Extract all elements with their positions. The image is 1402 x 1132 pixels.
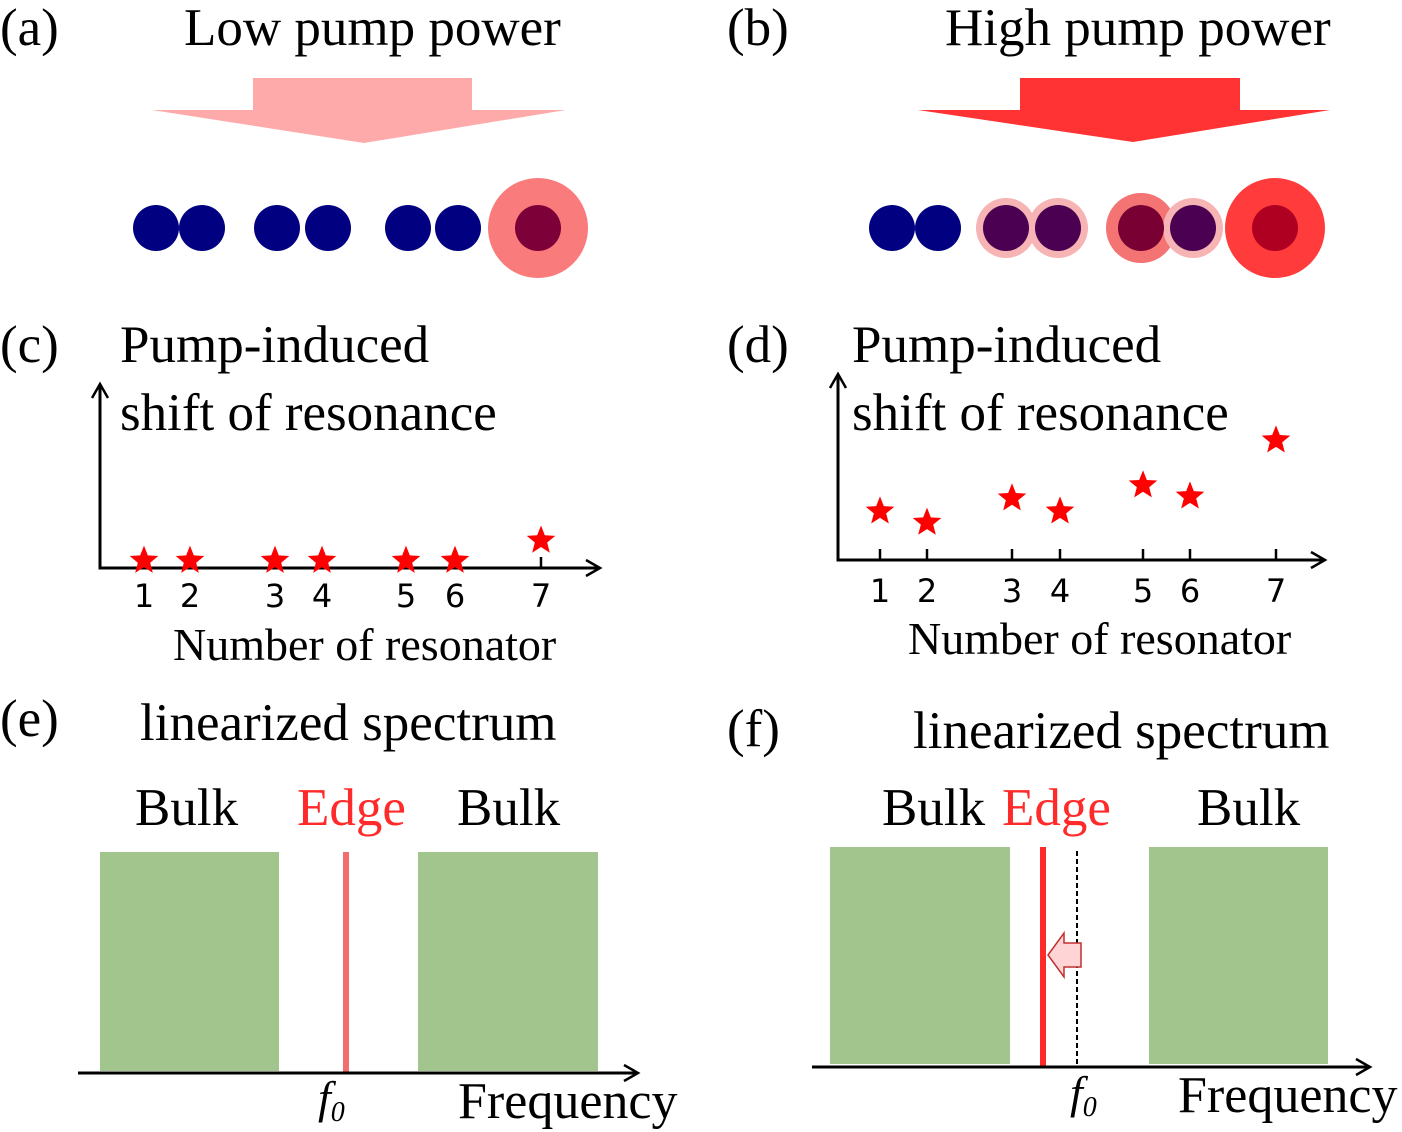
- panel-label-c: (c): [0, 316, 59, 374]
- x-tick-label-1: 1: [134, 577, 154, 615]
- frequency-label: Frequency: [1178, 1067, 1397, 1124]
- resonator-5: [1118, 205, 1164, 251]
- f0-subscript: 0: [1083, 1092, 1097, 1123]
- resonator-4: [305, 205, 351, 251]
- shift-star-7: [1261, 425, 1291, 453]
- pump-arrow-high: [918, 78, 1330, 142]
- resonator-3: [254, 205, 300, 251]
- pump-arrow-low: [152, 78, 566, 143]
- shift-star-2: [912, 507, 942, 535]
- x-tick-label-4: 4: [1050, 572, 1070, 610]
- shift-star-7: [526, 525, 556, 553]
- panel-f: (f) linearized spectrum Bulk Edge Bulk f…: [727, 700, 1397, 1124]
- x-tick-label-7: 7: [1266, 572, 1286, 610]
- bulk-label-left: Bulk: [882, 779, 986, 837]
- x-tick-label-4: 4: [312, 577, 332, 615]
- shift-star-1: [865, 496, 895, 524]
- resonator-2: [179, 205, 225, 251]
- edge-mode-line: [343, 852, 349, 1073]
- x-axis-label: Number of resonator: [173, 619, 556, 670]
- bulk-band-left: [100, 852, 279, 1071]
- shift-star-3: [997, 483, 1027, 511]
- resonator-4: [1035, 205, 1081, 251]
- x-tick-label-6: 6: [445, 577, 465, 615]
- panel-label-d: (d): [727, 316, 789, 374]
- bulk-band-right: [1149, 847, 1328, 1064]
- resonator-6: [435, 205, 481, 251]
- resonator-chain-b: [869, 178, 1325, 278]
- x-tick-label-7: 7: [531, 577, 551, 615]
- f0-label: f0: [1070, 1067, 1097, 1123]
- spectrum-title: linearized spectrum: [913, 702, 1329, 760]
- resonator-3: [983, 205, 1029, 251]
- shift-star-6: [1175, 481, 1205, 509]
- f0-subscript: 0: [331, 1097, 345, 1128]
- shift-star-6: [440, 545, 470, 573]
- panel-label-f: (f): [727, 700, 780, 758]
- shift-star-4: [1045, 496, 1075, 524]
- bulk-label-right: Bulk: [457, 779, 561, 837]
- edge-mode-line: [1040, 847, 1046, 1068]
- y-axis-label-line-2: shift of resonance: [120, 384, 497, 442]
- edge-label: Edge: [297, 779, 406, 837]
- edge-label: Edge: [1002, 779, 1111, 837]
- panel-b-title: High pump power: [945, 0, 1331, 57]
- x-tick-label-1: 1: [870, 572, 890, 610]
- spectrum-title: linearized spectrum: [140, 694, 556, 752]
- panel-label-e: (e): [0, 690, 59, 748]
- y-axis-label-line-1: Pump-induced: [852, 316, 1161, 374]
- x-tick-label-5: 5: [1133, 572, 1153, 610]
- panel-e: (e) linearized spectrum Bulk Edge Bulk f…: [0, 690, 677, 1130]
- x-tick-label-3: 3: [265, 577, 285, 615]
- x-tick-label-6: 6: [1180, 572, 1200, 610]
- shift-star-5: [391, 545, 421, 573]
- frequency-label: Frequency: [458, 1073, 677, 1130]
- x-axis-label: Number of resonator: [908, 613, 1291, 664]
- bulk-label-right: Bulk: [1197, 779, 1301, 837]
- panel-label-a: (a): [0, 0, 59, 57]
- shift-star-4: [307, 545, 337, 573]
- y-axis-label-line-2: shift of resonance: [852, 384, 1229, 442]
- shift-star-1: [129, 545, 159, 573]
- resonator-6: [1170, 205, 1216, 251]
- frequency-axis-arrowhead: [1355, 1057, 1373, 1077]
- panel-label-b: (b): [727, 0, 789, 57]
- shift-star-5: [1128, 470, 1158, 498]
- x-axis-arrowhead: [1310, 550, 1328, 570]
- x-tick-label-3: 3: [1002, 572, 1022, 610]
- panel-b: (b) High pump power: [727, 0, 1331, 278]
- frequency-axis-arrowhead: [623, 1063, 641, 1083]
- x-tick-label-2: 2: [917, 572, 937, 610]
- bulk-label-left: Bulk: [135, 779, 239, 837]
- y-axis-arrowhead: [90, 381, 110, 399]
- panel-a-title: Low pump power: [184, 0, 561, 57]
- y-axis-arrowhead: [828, 371, 848, 389]
- resonator-2: [915, 205, 961, 251]
- bulk-band-right: [418, 852, 598, 1071]
- panel-a: (a) Low pump power: [0, 0, 588, 278]
- f0-label: f0: [318, 1072, 345, 1128]
- shift-star-3: [260, 545, 290, 573]
- bulk-band-left: [830, 847, 1010, 1064]
- x-tick-label-2: 2: [180, 577, 200, 615]
- x-tick-label-5: 5: [396, 577, 416, 615]
- shift-star-2: [175, 545, 205, 573]
- resonator-7: [515, 205, 561, 251]
- resonator-1: [133, 205, 179, 251]
- resonator-1: [869, 205, 915, 251]
- resonator-chain-a: [133, 178, 588, 278]
- resonator-5: [385, 205, 431, 251]
- y-axis-label-line-1: Pump-induced: [120, 316, 429, 374]
- resonator-7: [1252, 205, 1298, 251]
- edge-shift-arrow: [1047, 930, 1082, 980]
- x-axis-arrowhead: [585, 558, 603, 578]
